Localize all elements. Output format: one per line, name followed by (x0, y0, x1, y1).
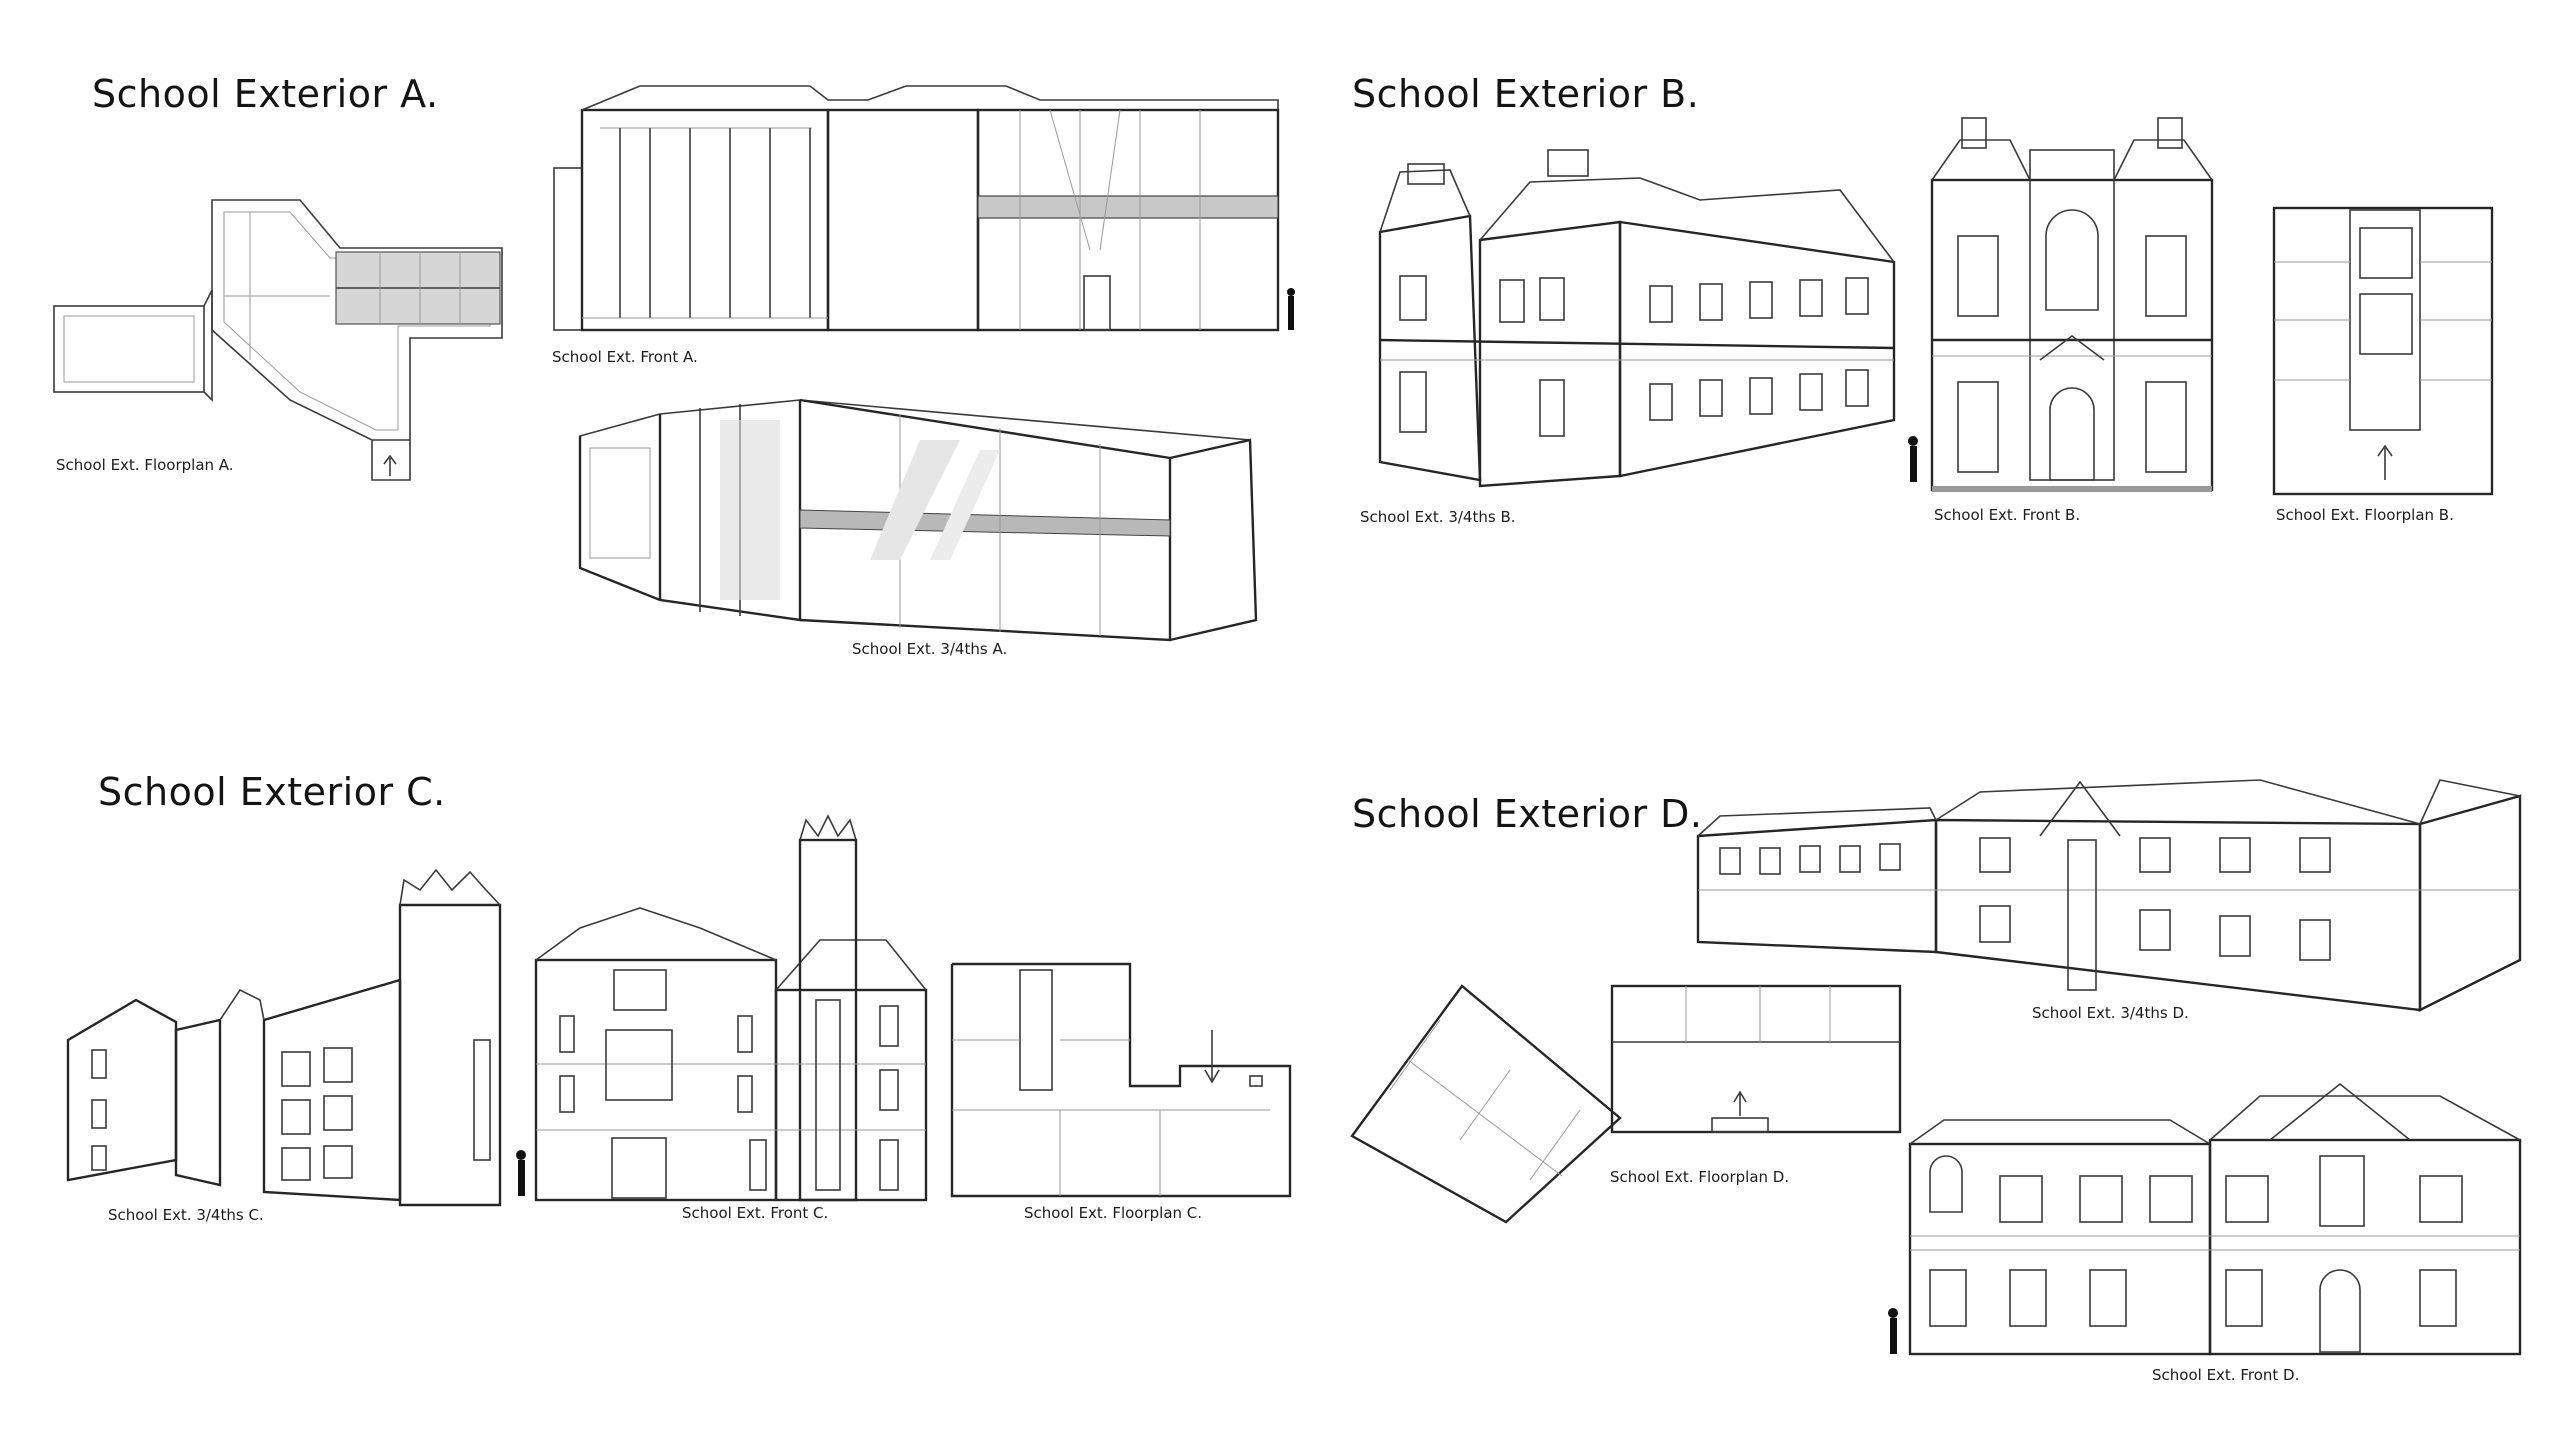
section-b-title: School Exterior B. (1352, 72, 1700, 116)
caption-three-quarter-b: School Ext. 3/4ths B. (1360, 508, 1516, 526)
b-windows-top (1399, 275, 1869, 323)
d-windows (1719, 837, 2331, 991)
caption-front-b: School Ext. Front B. (1934, 506, 2081, 524)
caption-floorplan-a: School Ext. Floorplan A. (56, 456, 234, 474)
caption-floorplan-b: School Ext. Floorplan B. (2276, 506, 2454, 524)
floorplan-d (1350, 984, 1902, 1224)
three-quarter-b (1378, 149, 1918, 488)
caption-three-quarter-d: School Ext. 3/4ths D. (2032, 1004, 2189, 1022)
front-elevation-a (553, 85, 1295, 332)
caption-front-c: School Ext. Front C. (682, 1204, 829, 1222)
caption-front-a: School Ext. Front A. (552, 348, 698, 366)
floorplan-c (950, 962, 1292, 1198)
front-elevation-b (1930, 117, 2214, 492)
caption-floorplan-c: School Ext. Floorplan C. (1024, 1204, 1203, 1222)
floorplan-b (2272, 206, 2494, 496)
three-quarter-d (1696, 779, 2522, 1012)
front-elevation-d (1888, 1082, 2522, 1356)
caption-floorplan-d: School Ext. Floorplan D. (1610, 1168, 1790, 1186)
c-windows (91, 1039, 491, 1181)
floorplan-a (53, 199, 503, 481)
caption-three-quarter-c: School Ext. 3/4ths C. (108, 1206, 264, 1224)
three-quarter-c (66, 868, 526, 1207)
section-a-title: School Exterior A. (92, 72, 439, 116)
caption-three-quarter-a: School Ext. 3/4ths A. (852, 640, 1008, 658)
section-d-title: School Exterior D. (1352, 792, 1703, 836)
b-windows-bottom (1399, 369, 1869, 437)
front-elevation-c (534, 814, 928, 1202)
three-quarter-a (578, 398, 1258, 642)
section-c-title: School Exterior C. (98, 770, 446, 814)
caption-front-d: School Ext. Front D. (2152, 1366, 2300, 1384)
